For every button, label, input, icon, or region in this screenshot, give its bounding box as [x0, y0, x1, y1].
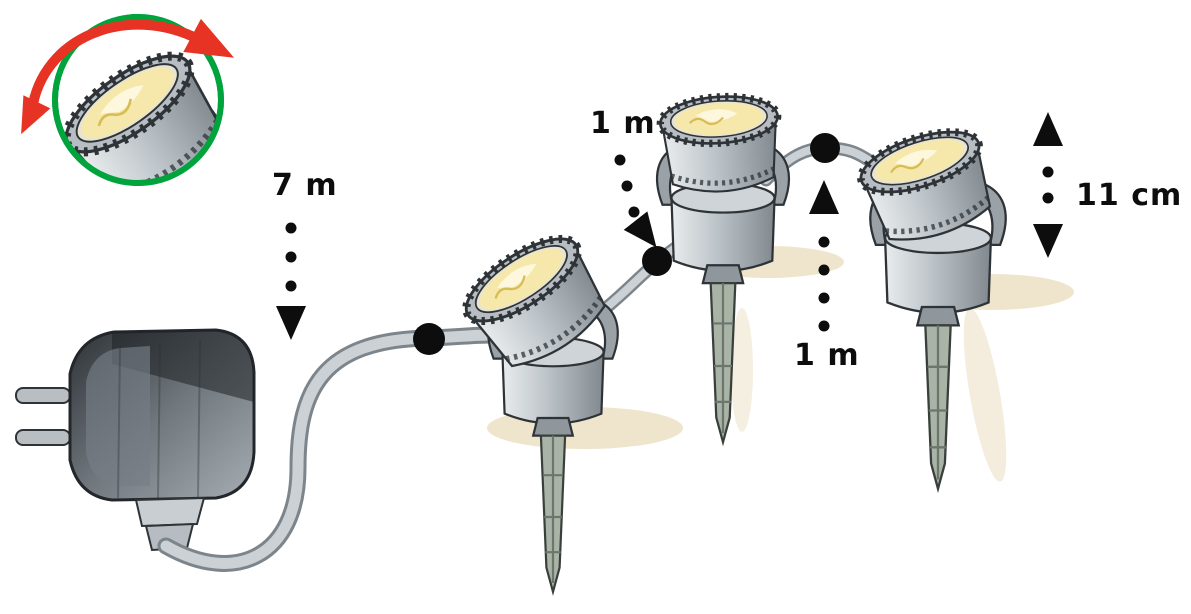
up-arrowhead-icon: [1033, 112, 1063, 146]
cable-connector-dot-2: [642, 246, 672, 276]
rotation-arrow-arc: [27, 19, 205, 115]
label-cable-7m: 7 m: [272, 168, 338, 203]
plug-boot-upper: [134, 496, 206, 528]
down-right-arrowhead-icon: [623, 211, 657, 248]
rotation-detail-inset: [21, 14, 235, 186]
rotation-arrowhead-left: [21, 95, 51, 135]
dotted-down-arrow-1m-first: [614, 154, 657, 248]
dotted-down-arrow-7m: [276, 222, 306, 340]
spotlight-2-head: [659, 93, 783, 195]
label-lamp-height-11cm: 11 cm: [1076, 178, 1183, 213]
cable-connector-dot-3: [810, 133, 840, 163]
cable-connectors: [413, 133, 840, 355]
plug-pin-top: [15, 387, 71, 404]
dotted-double-arrow-11cm: [1033, 112, 1063, 258]
plug-hatching: [117, 339, 201, 499]
rotation-circle-outline: [52, 14, 224, 186]
rotation-arrow-icon: [21, 18, 235, 135]
down-arrowhead-icon: [276, 306, 306, 340]
cable-connector-dot-1: [413, 323, 445, 355]
spotlight-1: [454, 224, 618, 593]
down-arrowhead-icon: [1033, 224, 1063, 258]
rotation-arrowhead-right: [183, 18, 235, 58]
up-arrowhead-icon: [809, 180, 839, 214]
plug-shading-face: [86, 346, 150, 486]
label-cable-1m-first: 1 m: [590, 106, 656, 141]
plug-pin-bottom: [15, 429, 71, 446]
rotation-inset-content: [52, 39, 221, 183]
label-cable-1m-second: 1 m: [794, 338, 860, 373]
dotted-up-arrow-1m-second: [809, 180, 839, 332]
shadow-streak-light3: [963, 308, 1007, 482]
shadow-streak-light2: [731, 308, 753, 432]
cable-plug-to-light1: [157, 326, 517, 572]
power-plug: [15, 328, 256, 552]
